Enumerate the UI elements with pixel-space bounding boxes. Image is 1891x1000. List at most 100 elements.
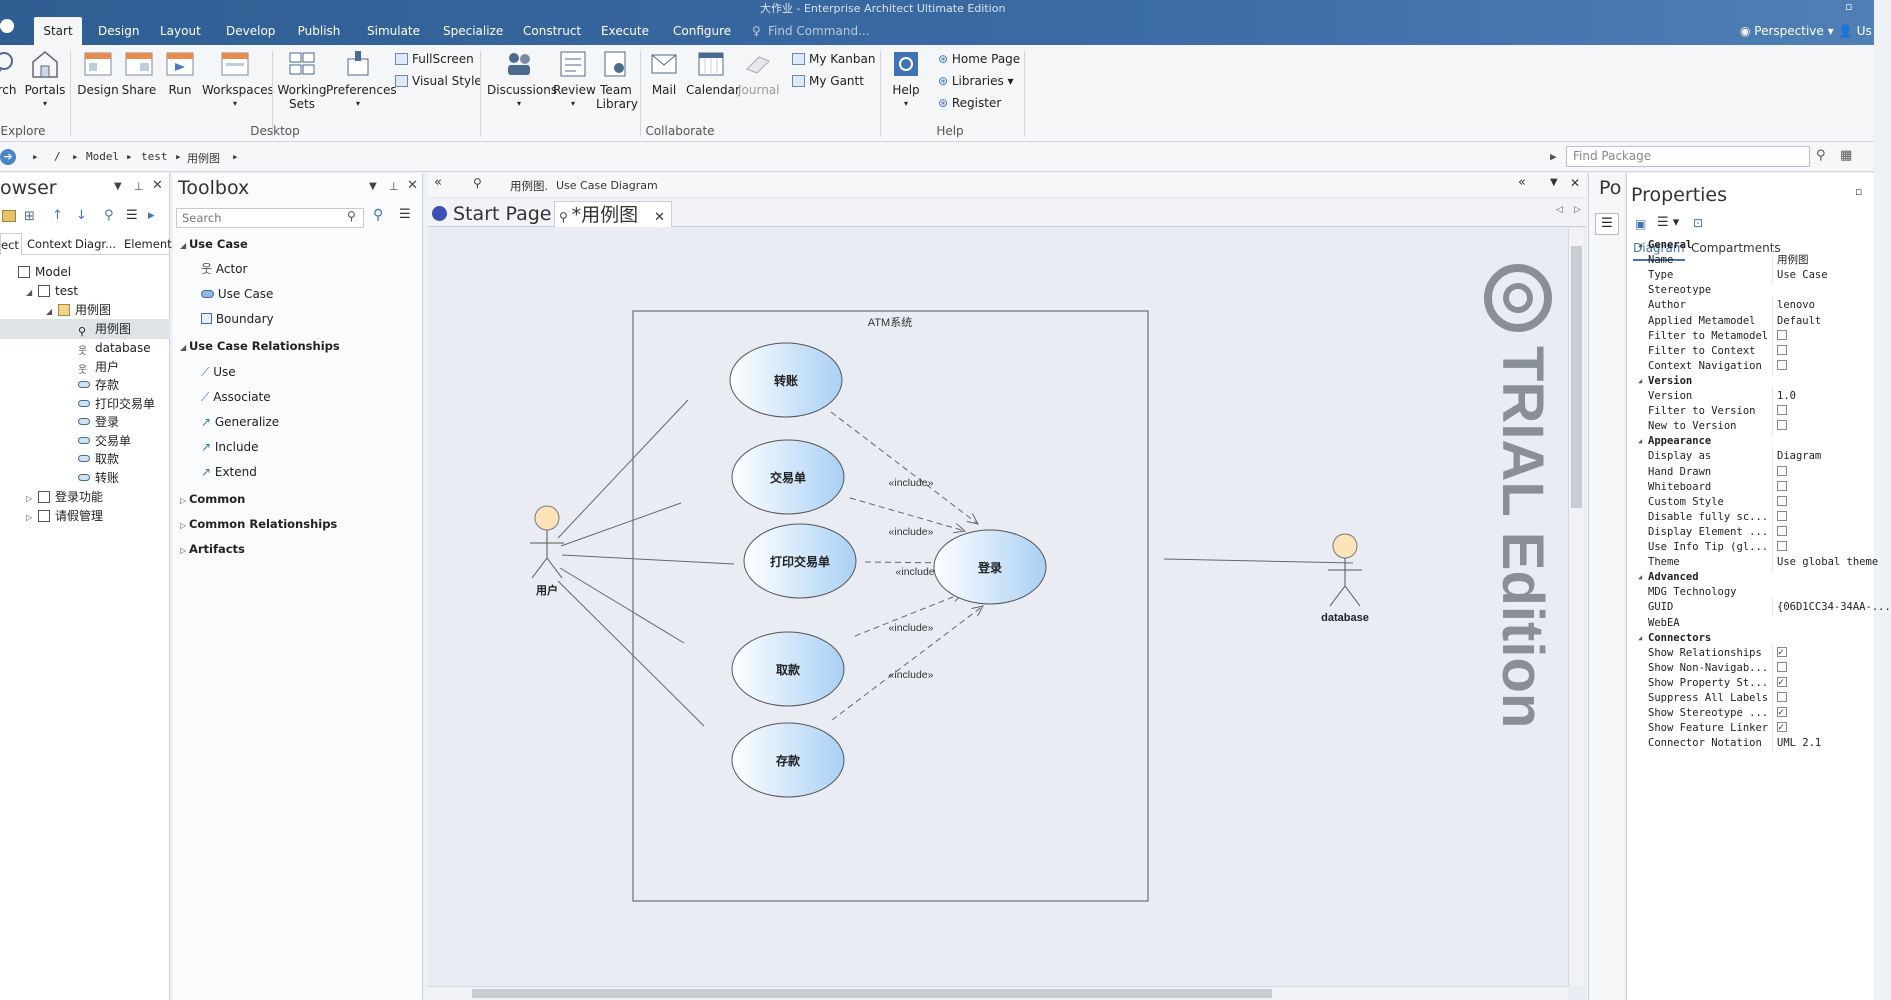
property-row[interactable]: Show Non-Navigab...: [1636, 658, 1874, 677]
magnifier-icon[interactable]: ⚲: [347, 209, 356, 223]
toolbox-item-extend[interactable]: ↗ Extend: [201, 462, 257, 482]
tree-item[interactable]: ▷登录功能: [0, 487, 170, 507]
property-row[interactable]: Filter to Context: [1636, 341, 1876, 360]
tab-context[interactable]: Context: [27, 237, 73, 251]
tab-start[interactable]: Start: [34, 17, 82, 45]
property-value[interactable]: {06D1CC34-34AA-...: [1772, 598, 1891, 617]
play-icon[interactable]: ▶: [1550, 150, 1557, 163]
review-button[interactable]: Review ▾: [553, 49, 596, 111]
scrollbar-thumb[interactable]: [472, 989, 1272, 998]
tab-specialize[interactable]: Specialize: [443, 24, 504, 38]
libraries-button[interactable]: ⊛ Libraries ▾: [938, 74, 1014, 88]
property-checkbox[interactable]: [1772, 538, 1876, 556]
close-icon[interactable]: ✕: [152, 178, 163, 193]
checkbox[interactable]: [1777, 495, 1787, 506]
link-icon[interactable]: ⚲: [104, 208, 114, 223]
property-checkbox[interactable]: [1772, 477, 1876, 496]
portals-button[interactable]: Portals ▾: [24, 49, 66, 111]
pin-icon[interactable]: ⊥: [389, 180, 399, 193]
expand-icon[interactable]: ▷: [26, 494, 33, 503]
collapse-icon[interactable]: ◢: [1638, 573, 1643, 582]
collapse-icon[interactable]: ◢: [1638, 241, 1643, 249]
run-button[interactable]: Run: [162, 49, 198, 97]
property-value[interactable]: lenovo: [1772, 296, 1876, 315]
tab-use-case-diagram[interactable]: ⚲ *用例图✕: [554, 201, 673, 227]
find-package-input[interactable]: Find Package: [1566, 146, 1810, 167]
double-chevron-left-icon[interactable]: «: [434, 175, 442, 190]
tab-publish[interactable]: Publish: [297, 24, 341, 38]
property-value[interactable]: 1.0: [1772, 387, 1876, 405]
close-icon[interactable]: ✕: [654, 210, 666, 225]
breadcrumb-diagram[interactable]: 用例图: [187, 152, 220, 165]
tree-item[interactable]: ◢test: [0, 281, 170, 301]
actor-user[interactable]: 用户: [530, 505, 564, 597]
property-checkbox[interactable]: [1772, 522, 1876, 541]
tree-item[interactable]: 转账: [0, 468, 170, 488]
property-checkbox[interactable]: [1772, 673, 1876, 692]
double-chevron-left-icon[interactable]: «: [1518, 175, 1526, 190]
property-value[interactable]: Diagram: [1772, 447, 1876, 466]
tree-item[interactable]: ▷请假管理: [0, 506, 170, 526]
chevron-down-icon[interactable]: ▼: [369, 181, 377, 192]
property-row[interactable]: Disable fully sc...: [1636, 507, 1874, 526]
property-checkbox[interactable]: [1772, 704, 1876, 723]
property-row[interactable]: New to Version: [1636, 417, 1876, 436]
use-case-transfer[interactable]: [729, 342, 843, 418]
property-section[interactable]: ◢General: [1636, 236, 1874, 254]
my-kanban-button[interactable]: My Kanban: [792, 51, 875, 69]
fullscreen-button[interactable]: FullScreen: [395, 51, 474, 69]
property-row[interactable]: GUID{06D1CC34-34AA-...: [1636, 598, 1891, 617]
tab-simulate[interactable]: Simulate: [367, 24, 421, 38]
toolbox-section-common-relationships[interactable]: ▷ Common Relationships: [180, 514, 337, 534]
property-row[interactable]: Whiteboard: [1636, 477, 1876, 496]
journal-button[interactable]: Journal: [738, 49, 780, 97]
property-row[interactable]: MDG Technology: [1636, 583, 1874, 601]
tab-develop[interactable]: Develop: [226, 24, 276, 38]
property-checkbox[interactable]: [1772, 356, 1876, 375]
checkbox[interactable]: [1777, 661, 1787, 672]
user-button[interactable]: 👤 Us: [1838, 17, 1872, 45]
property-row[interactable]: Custom Style: [1636, 492, 1874, 511]
register-button[interactable]: ⊛ Register: [938, 95, 1001, 113]
checkbox[interactable]: [1777, 704, 1787, 722]
collapse-icon[interactable]: ◢: [26, 288, 33, 297]
tree-item[interactable]: 交易单: [0, 431, 170, 451]
property-checkbox[interactable]: [1772, 341, 1876, 360]
checkbox[interactable]: [1777, 480, 1787, 491]
save-icon[interactable]: ▣: [1635, 217, 1647, 231]
perspective-button[interactable]: ◉ Perspective ▾: [1740, 24, 1834, 38]
menu-icon[interactable]: ☰: [126, 208, 138, 223]
toolbox-section-use-case[interactable]: ◢ Use Case: [180, 234, 248, 254]
use-case-deposit[interactable]: [731, 722, 845, 798]
close-icon[interactable]: ✕: [407, 178, 418, 193]
collapse-icon[interactable]: ◢: [46, 307, 53, 316]
checkbox[interactable]: [1777, 344, 1787, 355]
breadcrumb-model[interactable]: Model: [86, 150, 120, 163]
property-checkbox[interactable]: [1772, 402, 1876, 421]
property-row[interactable]: Show Relationships: [1636, 643, 1874, 662]
search-button[interactable]: rch: [0, 49, 20, 97]
pin-icon[interactable]: ⊥: [134, 180, 144, 193]
checkbox[interactable]: [1777, 329, 1787, 340]
tab-element[interactable]: Element: [124, 237, 172, 251]
package-icon[interactable]: ⊞: [24, 209, 35, 224]
property-row[interactable]: Filter to Metamodel: [1636, 326, 1874, 345]
actor-database[interactable]: database: [1321, 533, 1369, 624]
toolbox-item-generalize[interactable]: ↗ Generalize: [201, 412, 279, 432]
property-checkbox[interactable]: [1772, 417, 1876, 436]
tree-item[interactable]: ◢用例图: [0, 300, 170, 320]
scrollbar-thumb[interactable]: [1571, 246, 1582, 508]
checkbox[interactable]: [1777, 405, 1787, 416]
checkbox[interactable]: [1777, 541, 1787, 551]
my-gantt-button[interactable]: My Gantt: [792, 73, 864, 91]
property-row[interactable]: Filter to Version: [1636, 402, 1876, 421]
menu-icon[interactable]: ☰: [399, 207, 411, 222]
collapse-icon[interactable]: ◢: [1638, 437, 1643, 446]
toolbox-item-use-case[interactable]: Use Case: [201, 284, 273, 304]
